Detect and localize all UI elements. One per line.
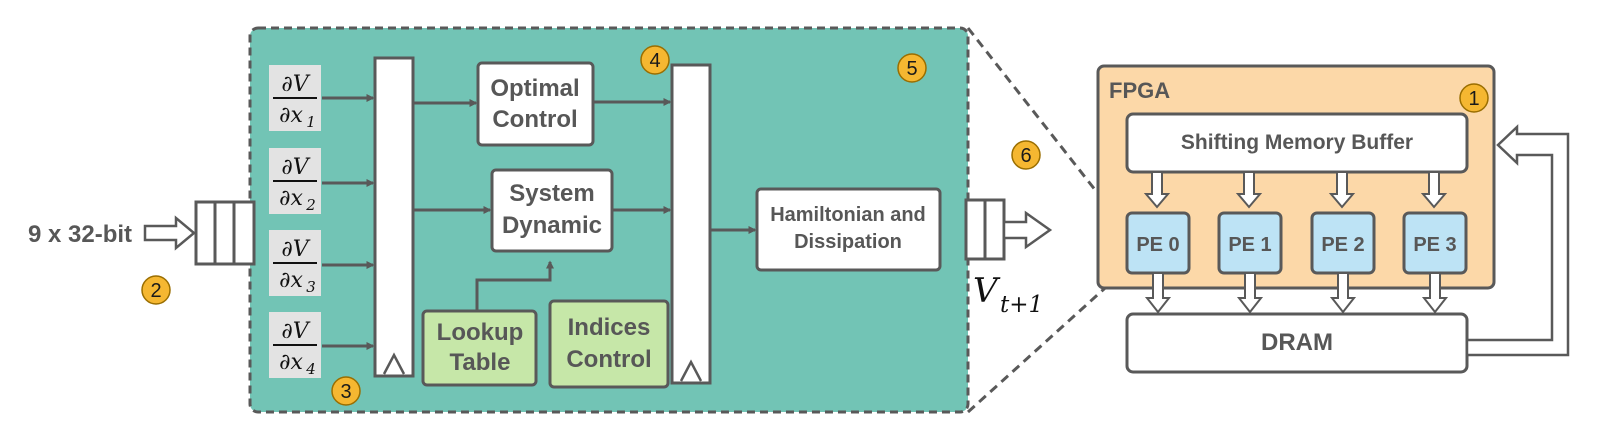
input-width-label: 9 x 32-bit bbox=[28, 221, 132, 248]
svg-text:Dissipation: Dissipation bbox=[794, 231, 902, 253]
svg-text:DRAM: DRAM bbox=[1261, 329, 1333, 356]
svg-text:1: 1 bbox=[1468, 88, 1479, 110]
system-dynamic-block: System Dynamic bbox=[490, 168, 614, 253]
svg-text:Control: Control bbox=[566, 346, 651, 373]
svg-text:∂x: ∂x bbox=[279, 268, 303, 293]
badge-1: 1 bbox=[1459, 83, 1489, 113]
svg-text:PE 0: PE 0 bbox=[1136, 234, 1179, 256]
svg-text:∂V: ∂V bbox=[281, 319, 310, 344]
svg-text:4: 4 bbox=[649, 50, 660, 72]
buffer-to-pe-arrows bbox=[1143, 171, 1448, 209]
input-fifo bbox=[194, 200, 256, 266]
shifting-memory-buffer: Shifting Memory Buffer bbox=[1125, 112, 1469, 174]
zoom-line-bottom bbox=[966, 268, 1127, 414]
pe-to-dram-arrows bbox=[1144, 272, 1449, 314]
svg-text:Dynamic: Dynamic bbox=[502, 212, 602, 239]
badge-2: 2 bbox=[141, 275, 171, 305]
input-arrow bbox=[143, 215, 196, 251]
svg-text:PE 2: PE 2 bbox=[1321, 234, 1364, 256]
hamiltonian-block: Hamiltonian and Dissipation bbox=[755, 187, 942, 272]
svg-text:Shifting Memory Buffer: Shifting Memory Buffer bbox=[1181, 131, 1413, 154]
fpga-title: FPGA bbox=[1109, 78, 1170, 103]
svg-text:∂x: ∂x bbox=[279, 186, 303, 211]
output-value-label: V t+1 bbox=[973, 271, 1043, 318]
dram-block: DRAM bbox=[1125, 312, 1469, 374]
svg-text:Control: Control bbox=[492, 106, 577, 133]
svg-text:6: 6 bbox=[1020, 145, 1031, 167]
badge-6: 6 bbox=[1011, 140, 1041, 170]
svg-text:PE 1: PE 1 bbox=[1228, 234, 1271, 256]
svg-text:∂V: ∂V bbox=[281, 155, 310, 180]
lookup-table-block: Lookup Table bbox=[421, 309, 538, 387]
svg-text:Table: Table bbox=[450, 349, 511, 376]
svg-text:PE 3: PE 3 bbox=[1413, 234, 1456, 256]
output-fifo bbox=[964, 198, 1006, 261]
badge-4: 4 bbox=[640, 45, 670, 75]
svg-text:3: 3 bbox=[306, 278, 316, 296]
svg-text:V: V bbox=[973, 271, 1001, 311]
pe-2: PE 2 bbox=[1310, 211, 1376, 275]
dram-feedback-arrow bbox=[1465, 124, 1570, 357]
partial-derivative-4: ∂V ∂x 4 bbox=[269, 312, 321, 378]
indices-control-block: Indices Control bbox=[548, 299, 670, 389]
badge-3: 3 bbox=[331, 376, 361, 406]
pipeline-register-2 bbox=[670, 63, 712, 385]
svg-text:5: 5 bbox=[906, 58, 917, 80]
svg-text:Indices: Indices bbox=[568, 314, 651, 341]
svg-text:∂V: ∂V bbox=[281, 237, 310, 262]
svg-text:∂x: ∂x bbox=[279, 103, 303, 128]
svg-text:2: 2 bbox=[305, 196, 316, 214]
partial-derivative-1: ∂V ∂x 1 bbox=[269, 65, 321, 131]
pe-1: PE 1 bbox=[1217, 211, 1283, 275]
output-arrow bbox=[1002, 210, 1053, 250]
arrow-lookup-to-dynamic bbox=[475, 260, 554, 310]
svg-text:Lookup: Lookup bbox=[437, 319, 524, 346]
svg-text:1: 1 bbox=[306, 113, 316, 131]
svg-text:Hamiltonian and: Hamiltonian and bbox=[770, 204, 926, 226]
svg-text:System: System bbox=[509, 180, 594, 207]
pipeline-register-1 bbox=[373, 56, 415, 378]
svg-text:∂x: ∂x bbox=[279, 350, 303, 375]
partial-derivative-3: ∂V ∂x 3 bbox=[269, 230, 321, 296]
optimal-control-block: Optimal Control bbox=[476, 61, 595, 147]
pe-3: PE 3 bbox=[1402, 211, 1468, 275]
svg-text:t+1: t+1 bbox=[1000, 292, 1043, 318]
svg-text:3: 3 bbox=[340, 381, 351, 403]
partial-derivative-2: ∂V ∂x 2 bbox=[269, 148, 321, 214]
badge-5: 5 bbox=[897, 53, 927, 83]
svg-text:4: 4 bbox=[305, 360, 316, 378]
svg-text:Optimal: Optimal bbox=[490, 75, 579, 102]
svg-text:2: 2 bbox=[150, 280, 161, 302]
pe-0: PE 0 bbox=[1125, 211, 1191, 275]
partial-arrows bbox=[322, 94, 375, 350]
svg-text:∂V: ∂V bbox=[281, 72, 310, 97]
